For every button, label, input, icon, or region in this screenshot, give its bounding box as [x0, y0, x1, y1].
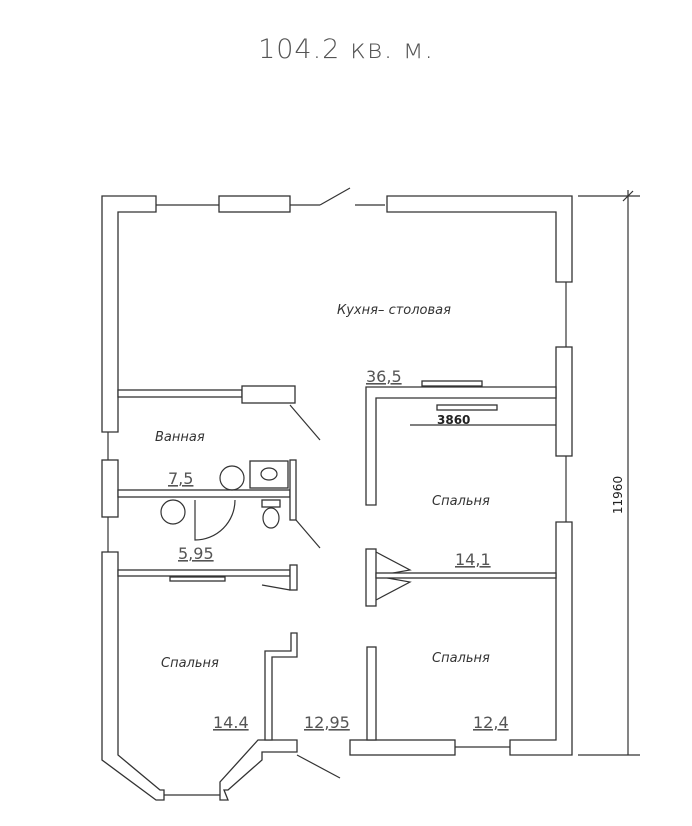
- interior-walls: [117, 380, 557, 741]
- wc-area: 5,95: [178, 544, 214, 563]
- fixtures: [160, 460, 289, 541]
- width-dimension: 3860: [437, 413, 470, 427]
- washer-icon: [160, 499, 186, 525]
- bedroom-left-area: 14.4: [213, 713, 249, 732]
- boiler-icon: [219, 465, 245, 491]
- hall-area: 12,95: [304, 713, 350, 732]
- bedroom-right-top-label: Спальня: [432, 494, 490, 509]
- bathroom-area: 7,5: [168, 469, 193, 488]
- kitchen-area: 36,5: [366, 367, 402, 386]
- bedroom-left-label: Спальня: [161, 656, 219, 671]
- entrance-door-swing: [319, 187, 351, 206]
- toilet-icon: [261, 499, 281, 508]
- ventilation-shaft: [241, 385, 296, 404]
- shower-icon: [194, 499, 236, 541]
- bedroom-right-bottom-area: 12,4: [473, 713, 509, 732]
- dimension-line: [578, 190, 640, 756]
- bathroom-label: Ванная: [155, 430, 205, 445]
- height-dimension: 11960: [611, 476, 625, 514]
- sink-icon: [249, 460, 289, 489]
- kitchen-label: Кухня– столовая: [337, 303, 451, 318]
- bedroom-right-bottom-label: Спальня: [432, 651, 490, 666]
- bedroom-right-top-area: 14,1: [455, 550, 491, 569]
- exterior-walls: [101, 187, 573, 801]
- plan-title: 104.2 кв. м.: [258, 34, 434, 65]
